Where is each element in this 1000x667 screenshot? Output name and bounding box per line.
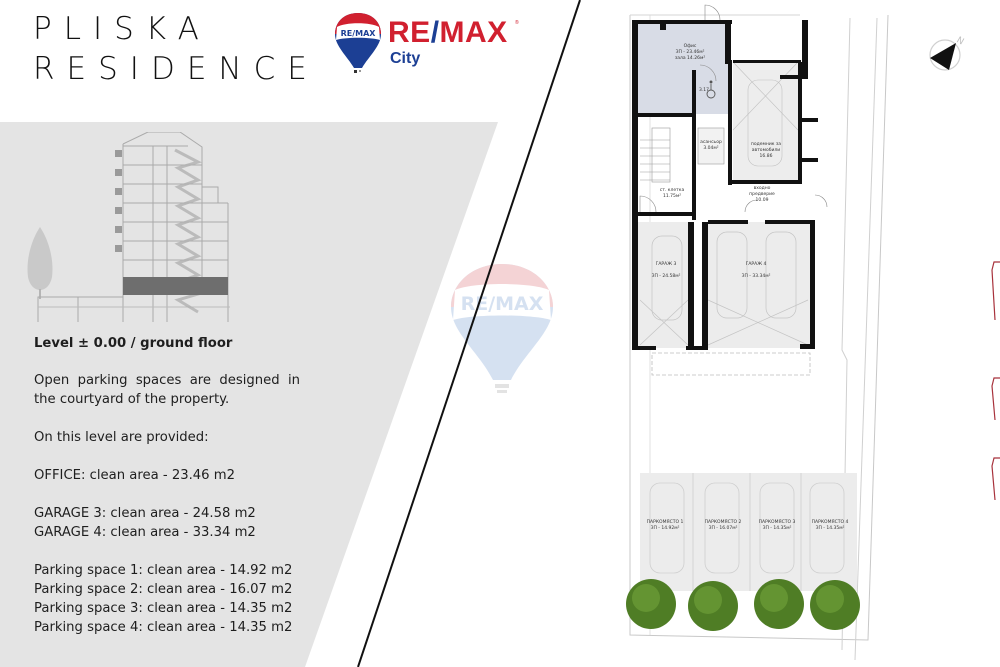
level-heading: Level ± 0.00 / ground floor (34, 336, 233, 351)
garage-3 (636, 222, 688, 348)
parking-4-label: ПАРКОМЯСТО 4 ЗП - 14.35м² (811, 520, 849, 531)
shrub-icons (626, 579, 860, 631)
svg-text:RE/MAX: RE/MAX (461, 293, 544, 315)
svg-text:RE/MAX: RE/MAX (341, 29, 377, 38)
parking-1-label: ПАРКОМЯСТО 1 ЗП - 14.92м² (646, 520, 684, 531)
parking-space-3-area: Parking space 3: clean area - 14.35 m2 (34, 601, 293, 616)
parking-space-4-area: Parking space 4: clean area - 14.35 m2 (34, 620, 293, 635)
office-label: Офис ЗП - 23.46м² зала 14.26м² (674, 44, 706, 61)
remax-city-logo: RE/MAX RE/MAX ® City (333, 10, 533, 76)
stairwell-label: ст. клетка 11.75м² (659, 188, 685, 199)
remax-office-name: City (390, 50, 421, 67)
garage-4 (708, 222, 810, 348)
project-title-line2: RESIDENCE (33, 51, 319, 87)
registered-mark: ® (515, 20, 519, 26)
parking-space-1-area: Parking space 1: clean area - 14.92 m2 (34, 563, 293, 578)
remax-balloon-icon: RE/MAX (335, 13, 381, 73)
elevator-label: асансьор 3.04м² (700, 140, 722, 151)
project-title-line1: PLISKA (33, 11, 211, 47)
office-room (638, 22, 728, 114)
parking-3-label: ПАРКОМЯСТО 3 ЗП - 14.35м² (758, 520, 796, 531)
svg-text:N: N (955, 35, 966, 47)
level-description: Level ± 0.00 / ground floor Open parking… (34, 334, 300, 637)
remax-wordmark: RE/MAX (388, 16, 508, 49)
remax-watermark-icon: RE/MAX (451, 264, 553, 393)
parking-space-2-area: Parking space 2: clean area - 16.07 m2 (34, 582, 293, 597)
entrance-hall-label: входно предверие 10.09 (749, 186, 775, 203)
garage-3-label: ГАРАЖ 3 ЗП - 24.58м² (651, 262, 681, 279)
building-section-drawing (27, 132, 230, 322)
ground-floor-highlight (123, 277, 228, 295)
car-lift-room (733, 62, 798, 180)
intro-paragraph: Open parking spaces are designed in the … (34, 373, 300, 407)
wc-label: 3.17 (698, 88, 710, 93)
provided-label: On this level are provided: (34, 430, 209, 445)
office-area: OFFICE: clean area - 23.46 m2 (34, 468, 236, 483)
tree-icon (27, 227, 53, 299)
garage-4-label: ГАРАЖ 4 ЗП - 33.34м² (741, 262, 771, 279)
car-lift-label: подемник за автомобили 16.86 (750, 142, 782, 159)
north-arrow-icon: N (929, 35, 966, 71)
garage-3-area: GARAGE 3: clean area - 24.58 m2 (34, 506, 256, 521)
garage-4-area: GARAGE 4: clean area - 33.34 m2 (34, 525, 256, 540)
parking-2-label: ПАРКОМЯСТО 2 ЗП - 16.07м² (704, 520, 742, 531)
